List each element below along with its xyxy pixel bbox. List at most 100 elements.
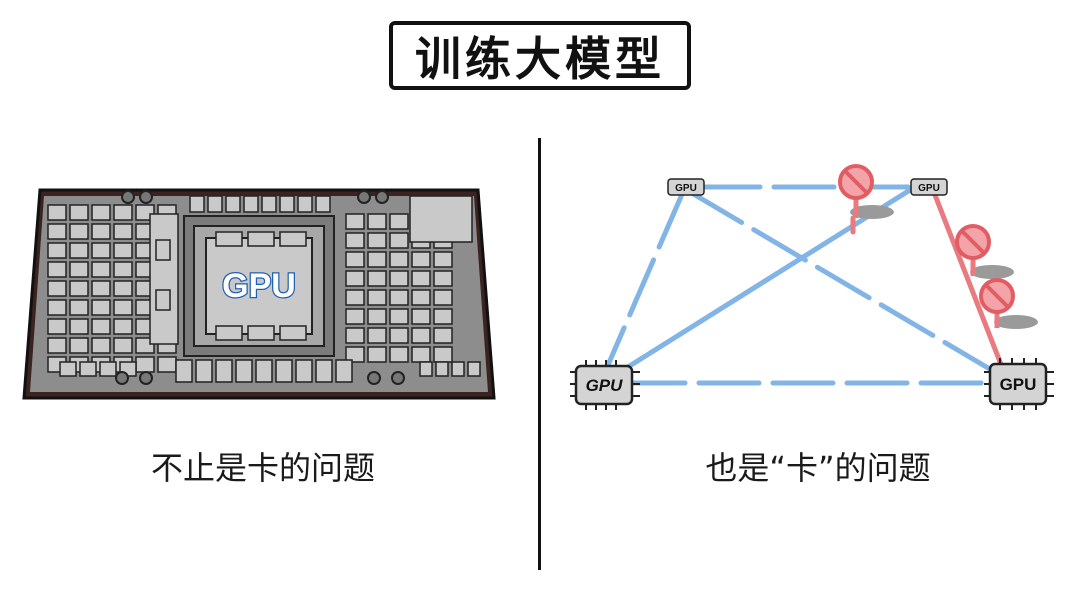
board-component	[275, 359, 293, 383]
board-component	[91, 318, 111, 335]
board-component	[345, 232, 365, 249]
screw-holes	[115, 190, 405, 385]
gpu-node-bottom-right: GPU	[984, 358, 1054, 410]
link-diagonal-a	[687, 189, 1003, 378]
board-component	[367, 327, 387, 344]
blocked-icon	[838, 164, 894, 219]
gpu-board-illustration: GPU	[22, 188, 496, 400]
board-component	[175, 359, 193, 383]
link-right	[932, 192, 1005, 370]
board-component	[315, 195, 331, 213]
board-component	[345, 289, 365, 306]
board-component	[409, 195, 473, 243]
board-component	[99, 361, 117, 377]
board-component	[315, 359, 333, 383]
board-component	[91, 242, 111, 259]
board-component	[367, 289, 387, 306]
board-component	[69, 242, 89, 259]
gpu-node-label: GPU	[1000, 375, 1037, 394]
board-component	[47, 337, 67, 354]
board-component	[389, 346, 409, 363]
board-component	[235, 359, 253, 383]
board-component	[79, 361, 97, 377]
board-component	[215, 359, 233, 383]
board-component	[113, 204, 133, 221]
gpu-node-top-left: GPU	[667, 178, 705, 196]
board-component	[345, 346, 365, 363]
board-component	[113, 280, 133, 297]
board-component	[113, 261, 133, 278]
board-component	[433, 251, 453, 268]
gpu-die	[205, 237, 313, 335]
board-component	[411, 270, 431, 287]
board-component	[411, 251, 431, 268]
board-component	[113, 223, 133, 240]
board-component	[91, 223, 111, 240]
board-component	[435, 361, 449, 377]
board-component	[367, 251, 387, 268]
board-component	[113, 318, 133, 335]
board-component	[411, 289, 431, 306]
board-component	[295, 359, 313, 383]
board-component	[47, 242, 67, 259]
gpu-node-label: GPU	[918, 183, 940, 194]
board-component	[389, 213, 409, 230]
board-component	[261, 195, 277, 213]
board-component	[113, 337, 133, 354]
board-component	[389, 270, 409, 287]
board-component	[389, 289, 409, 306]
board-component	[47, 318, 67, 335]
board-component	[411, 308, 431, 325]
board-component	[69, 337, 89, 354]
board-component	[297, 195, 313, 213]
board-component	[389, 251, 409, 268]
board-component	[255, 359, 273, 383]
board-component	[345, 327, 365, 344]
board-component	[367, 308, 387, 325]
board-component	[47, 204, 67, 221]
board-component	[433, 270, 453, 287]
blocked-icon	[979, 278, 1038, 329]
gpu-node-bottom-left: GPU	[570, 360, 640, 410]
board-component	[155, 289, 171, 311]
board-component	[69, 280, 89, 297]
board-component	[335, 359, 353, 383]
board-component	[91, 280, 111, 297]
right-caption: 也是“卡”的问题	[705, 449, 931, 487]
link-diagonal-b	[617, 187, 913, 375]
board-component	[207, 195, 223, 213]
board-component	[411, 327, 431, 344]
gpu-node-label: GPU	[675, 183, 697, 194]
board-component	[433, 308, 453, 325]
gpu-node-top-right: GPU	[910, 178, 948, 196]
link-left	[602, 189, 686, 375]
board-component	[189, 195, 205, 213]
board-component	[69, 318, 89, 335]
board-component	[367, 270, 387, 287]
board-components	[47, 195, 481, 383]
board-component	[433, 289, 453, 306]
board-component	[367, 232, 387, 249]
blocked-icon	[955, 224, 1014, 279]
board-component	[345, 308, 365, 325]
board-component	[389, 232, 409, 249]
board-component	[279, 195, 295, 213]
board-component	[367, 346, 387, 363]
board-component	[467, 361, 481, 377]
board-component	[69, 261, 89, 278]
board-component	[47, 261, 67, 278]
board-component	[47, 223, 67, 240]
board-component	[113, 242, 133, 259]
left-caption: 不止是卡的问题	[150, 449, 375, 487]
board-component	[149, 213, 179, 345]
gpu-node-label: GPU	[586, 376, 624, 395]
board-component	[91, 337, 111, 354]
board-component	[225, 195, 241, 213]
gpu-chip-label: GPU	[222, 267, 296, 305]
board-component	[91, 204, 111, 221]
board-component	[91, 261, 111, 278]
board-component	[345, 270, 365, 287]
board-component	[155, 239, 171, 261]
board-component	[47, 299, 67, 316]
board-component	[69, 223, 89, 240]
